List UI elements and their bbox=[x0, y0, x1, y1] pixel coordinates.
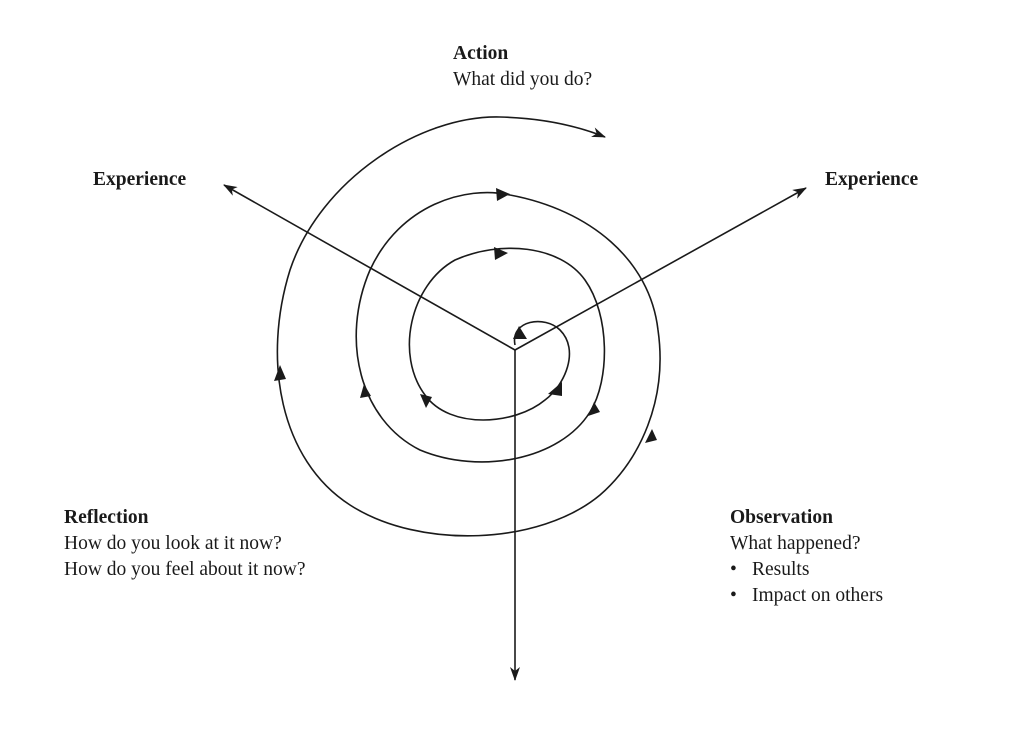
reflection-title: Reflection bbox=[64, 507, 149, 528]
spiral-arrowhead bbox=[494, 247, 508, 260]
reflection-line: How do you feel about it now? bbox=[64, 559, 306, 580]
observation-label-block: Observation What happened? • Results • Imp… bbox=[730, 505, 883, 609]
observation-bullet-item: • Results bbox=[730, 557, 883, 583]
action-title: Action bbox=[453, 43, 509, 64]
reflection-line: How do you look at it now? bbox=[64, 533, 282, 554]
observation-bullet-text: Results bbox=[752, 559, 810, 580]
axis-arrow-experience-right bbox=[514, 187, 807, 351]
spiral-arrowhead bbox=[420, 394, 432, 408]
spiral-arrowhead bbox=[274, 365, 286, 381]
spiral-arrowhead bbox=[360, 384, 371, 398]
axis-arrow-experience-left bbox=[223, 184, 516, 351]
spiral-curve bbox=[276, 116, 661, 537]
bullet-marker: • bbox=[730, 559, 737, 580]
spiral-arrowhead bbox=[588, 402, 600, 416]
action-label-block: Action What did you do? bbox=[453, 41, 592, 93]
spiral-arrowhead bbox=[513, 326, 527, 339]
observation-question: What happened? bbox=[730, 533, 861, 554]
spiral-arrowhead bbox=[496, 188, 510, 201]
reflection-label-block: Reflection How do you look at it now? Ho… bbox=[64, 505, 306, 583]
spiral-arrowhead bbox=[645, 429, 657, 443]
experience-left-label: Experience bbox=[93, 169, 187, 190]
observation-title: Observation bbox=[730, 507, 833, 528]
observation-bullet-item: • Impact on others bbox=[730, 583, 883, 609]
experience-right-label: Experience bbox=[825, 169, 919, 190]
spiral-arrowhead bbox=[548, 382, 562, 396]
action-question: What did you do? bbox=[453, 69, 593, 90]
bullet-marker: • bbox=[730, 585, 737, 606]
observation-bullet-text: Impact on others bbox=[752, 585, 884, 606]
